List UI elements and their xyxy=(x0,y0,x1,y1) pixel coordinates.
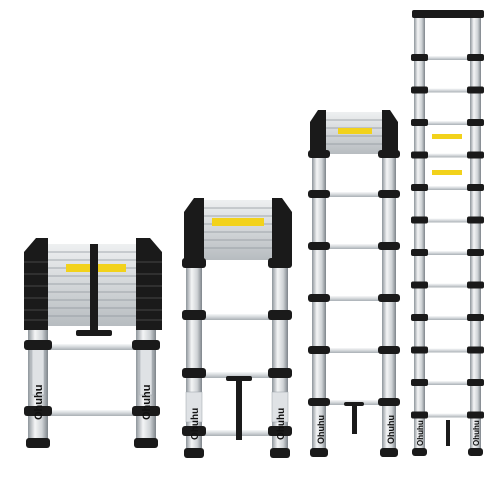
rung-collar xyxy=(467,184,484,191)
rung xyxy=(322,296,386,301)
rung xyxy=(322,192,386,197)
foot xyxy=(310,448,328,457)
left-end-caps xyxy=(184,198,204,262)
rung-collar xyxy=(467,281,484,289)
rung xyxy=(44,410,142,416)
rung xyxy=(422,56,472,60)
rung-collar xyxy=(467,379,484,386)
rung-collar xyxy=(411,411,428,419)
rung-collar xyxy=(411,86,428,94)
top-cap xyxy=(412,10,484,18)
right-end-caps xyxy=(382,110,398,156)
foot xyxy=(412,448,427,456)
rung-collar xyxy=(467,346,484,354)
rung xyxy=(422,283,472,288)
warning-label xyxy=(432,170,462,175)
brand-logo: Ohuhu xyxy=(190,408,201,440)
rung-collar xyxy=(467,314,484,321)
rung xyxy=(322,244,386,249)
ladder-mostly-extended: Ohuhu Ohuhu xyxy=(308,110,400,457)
warning-label xyxy=(212,218,264,226)
rung xyxy=(322,348,386,353)
rung xyxy=(198,314,276,320)
brand-logo: Ohuhu xyxy=(33,385,45,420)
rung xyxy=(422,348,472,353)
right-rail xyxy=(470,14,481,450)
rung-collar xyxy=(467,249,484,256)
brand-logo: Ohuhu xyxy=(416,420,425,446)
foot xyxy=(26,438,50,448)
brand-logo: Ohuhu xyxy=(316,415,326,444)
rung-collar xyxy=(411,314,428,321)
foot xyxy=(134,438,158,448)
left-end-caps xyxy=(310,110,326,156)
rung-collar xyxy=(467,54,484,61)
rung xyxy=(422,121,472,125)
rung-collar xyxy=(411,379,428,386)
rung-collar xyxy=(411,151,428,159)
warning-label xyxy=(338,128,372,134)
rung-collar xyxy=(411,216,428,224)
rung xyxy=(422,316,472,320)
rung xyxy=(422,381,472,385)
rung-collar xyxy=(467,411,484,419)
rung-collar xyxy=(411,346,428,354)
foot xyxy=(270,448,290,458)
rung-collar xyxy=(467,216,484,224)
rung-collar xyxy=(467,86,484,94)
left-end-caps xyxy=(24,238,48,330)
rung xyxy=(422,251,472,255)
rung-collar xyxy=(411,184,428,191)
right-end-caps xyxy=(272,198,292,262)
rung xyxy=(422,88,472,93)
rung-collar xyxy=(411,119,428,126)
rung-collar xyxy=(411,249,428,256)
rung xyxy=(44,344,142,350)
ladder-half-extended: Ohuhu Ohuhu xyxy=(182,198,292,458)
ladder-collapsed: Ohuhu Ohuhu xyxy=(24,238,162,448)
carry-strap xyxy=(352,404,357,434)
warning-label xyxy=(432,134,462,139)
ladder-fully-extended: Ohuhu Ohuhu xyxy=(411,10,484,456)
rung-collar xyxy=(411,281,428,289)
foot xyxy=(380,448,398,457)
left-rail xyxy=(414,14,425,450)
carry-strap xyxy=(236,378,242,440)
stacked-rungs xyxy=(198,200,276,260)
rung-collar xyxy=(467,119,484,126)
rung xyxy=(422,153,472,158)
brand-logo: Ohuhu xyxy=(386,415,396,444)
foot xyxy=(184,448,204,458)
rung xyxy=(422,218,472,223)
rung xyxy=(422,186,472,190)
brand-logo: Ohuhu xyxy=(472,420,481,446)
rung-collar xyxy=(467,151,484,159)
foot xyxy=(468,448,483,456)
brand-logo: Ohuhu xyxy=(276,408,287,440)
rung-collar xyxy=(411,54,428,61)
rung xyxy=(422,413,472,418)
rung xyxy=(198,372,276,378)
right-end-caps xyxy=(136,238,162,330)
carry-strap xyxy=(446,420,450,446)
carry-strap xyxy=(90,244,98,334)
brand-logo: Ohuhu xyxy=(141,385,153,420)
